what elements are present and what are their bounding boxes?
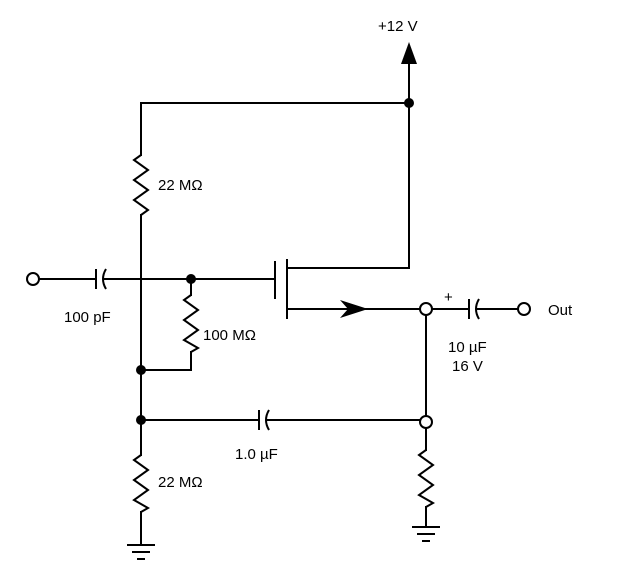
source-arrow-icon: [340, 300, 368, 318]
supply-rail: [140, 42, 417, 269]
bypass-cap-label: 1.0 µF: [235, 446, 278, 463]
supply-label: +12 V: [378, 18, 418, 35]
output-cap-plus: +: [444, 289, 453, 306]
resistor-source: [417, 427, 436, 528]
gate-res-label: 100 MΩ: [203, 327, 256, 344]
input-cap-label: 100 pF: [64, 309, 111, 326]
junction-supply: [404, 98, 414, 108]
junction-bias-low: [136, 415, 146, 425]
bypass-capacitor: [140, 369, 427, 431]
output-cap-value: 10 µF: [448, 339, 487, 356]
junction-bias-mid: [136, 365, 146, 375]
mosfet-transistor: [274, 259, 427, 319]
ground-right-icon: [412, 526, 440, 542]
resistor-bias-top: [132, 102, 150, 371]
node-source: [419, 302, 433, 316]
output-cap-voltage: 16 V: [452, 358, 483, 375]
output-label: Out: [548, 302, 573, 319]
supply-arrow-icon: [401, 42, 417, 64]
output-terminal[interactable]: [517, 302, 531, 316]
output-capacitor: [425, 298, 519, 320]
input-terminal[interactable]: [26, 272, 40, 286]
resistor-bias-bottom: [132, 419, 151, 546]
node-bypass: [419, 415, 433, 429]
ground-left-icon: [127, 544, 155, 560]
bias-bottom-label: 22 MΩ: [158, 474, 203, 491]
junction-gate: [186, 274, 196, 284]
resistor-gate: [140, 278, 201, 371]
bias-top-label: 22 MΩ: [158, 177, 203, 194]
